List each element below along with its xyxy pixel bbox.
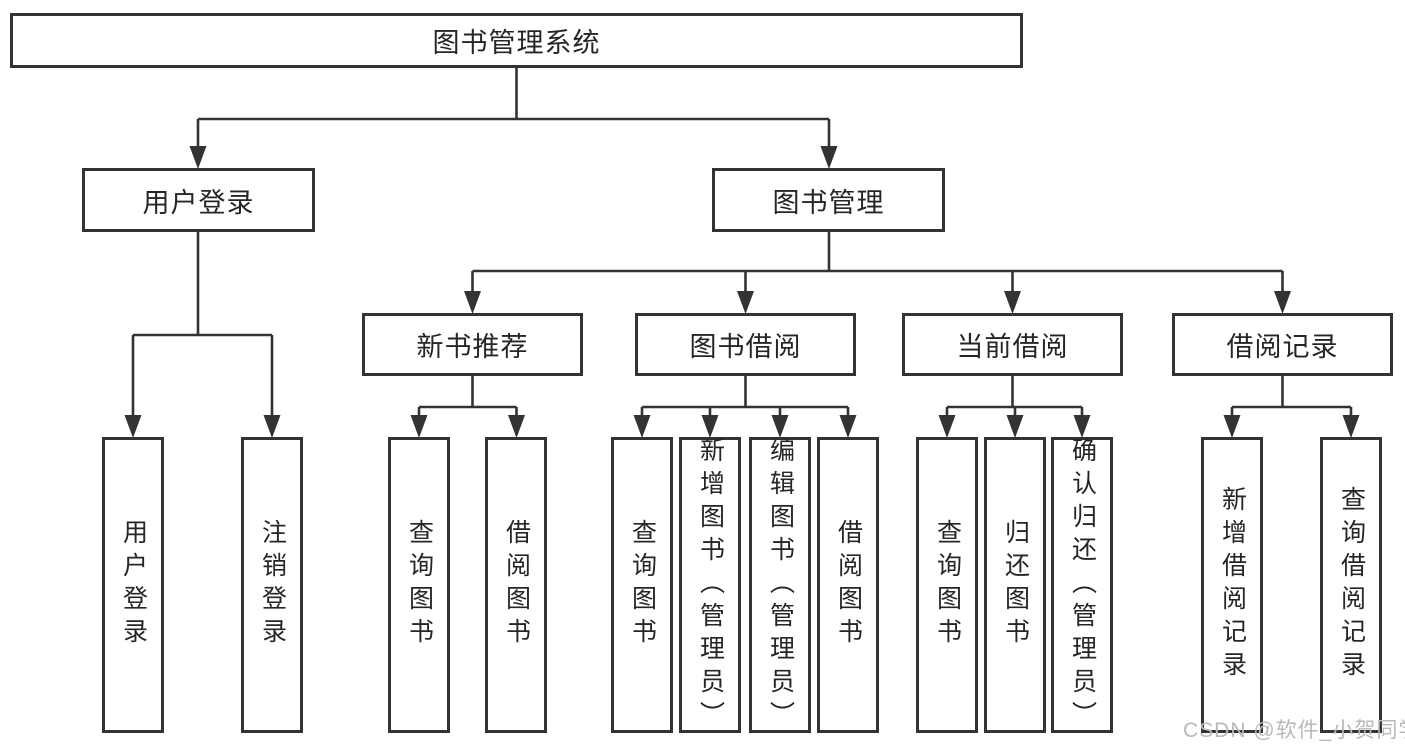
leaf-query-books-borrow: 查询图书 — [611, 437, 673, 733]
node-new-book-recommend: 新书推荐 — [362, 313, 583, 376]
leaf-edit-books-admin: 编辑图书（管理员） — [749, 436, 811, 734]
leaf-user-login-label: 用户登录 — [119, 519, 148, 651]
node-borrow-records-label: 借阅记录 — [1226, 332, 1339, 362]
leaf-query-books-recommend: 查询图书 — [388, 437, 450, 733]
node-current-borrow: 当前借阅 — [902, 313, 1123, 376]
node-book-borrow-label: 图书借阅 — [689, 332, 802, 362]
leaf-logout: 注销登录 — [241, 437, 303, 733]
leaf-logout-label: 注销登录 — [258, 519, 287, 651]
leaf-add-borrow-record-label: 新增借阅记录 — [1218, 486, 1247, 684]
node-root: 图书管理系统 — [10, 13, 1023, 68]
leaf-borrow-books-label: 借阅图书 — [834, 519, 863, 651]
node-user-login: 用户登录 — [82, 168, 315, 232]
node-borrow-records: 借阅记录 — [1172, 313, 1393, 376]
node-current-borrow-label: 当前借阅 — [956, 332, 1069, 362]
leaf-return-books: 归还图书 — [984, 437, 1046, 733]
node-book-management-label: 图书管理 — [772, 187, 885, 218]
leaf-add-borrow-record: 新增借阅记录 — [1201, 437, 1263, 733]
leaf-query-books-recommend-label: 查询图书 — [405, 519, 434, 651]
leaf-query-borrow-record: 查询借阅记录 — [1320, 437, 1382, 733]
node-book-borrow: 图书借阅 — [635, 313, 856, 376]
node-root-label: 图书管理系统 — [432, 28, 601, 58]
node-new-book-recommend-label: 新书推荐 — [416, 332, 529, 362]
leaf-query-books-current: 查询图书 — [916, 437, 978, 733]
leaf-add-books-admin-label: 新增图书（管理员） — [696, 436, 725, 734]
leaf-confirm-return-admin: 确认归还（管理员） — [1051, 436, 1113, 734]
leaf-return-books-label: 归还图书 — [1001, 519, 1030, 651]
leaf-confirm-return-admin-label: 确认归还（管理员） — [1068, 436, 1097, 734]
node-book-management: 图书管理 — [712, 168, 945, 232]
leaf-add-books-admin: 新增图书（管理员） — [679, 436, 741, 734]
leaf-borrow-books-recommend: 借阅图书 — [485, 437, 547, 733]
leaf-edit-books-admin-label: 编辑图书（管理员） — [766, 436, 795, 734]
leaf-borrow-books: 借阅图书 — [817, 437, 879, 733]
leaf-query-books-current-label: 查询图书 — [933, 519, 962, 651]
leaf-borrow-books-recommend-label: 借阅图书 — [502, 519, 531, 651]
leaf-query-borrow-record-label: 查询借阅记录 — [1337, 486, 1366, 684]
leaf-query-books-borrow-label: 查询图书 — [628, 519, 657, 651]
node-user-login-label: 用户登录 — [142, 187, 255, 218]
csdn-watermark: CSDN @软件_小贺同学 — [1183, 719, 1405, 742]
leaf-user-login: 用户登录 — [102, 437, 164, 733]
